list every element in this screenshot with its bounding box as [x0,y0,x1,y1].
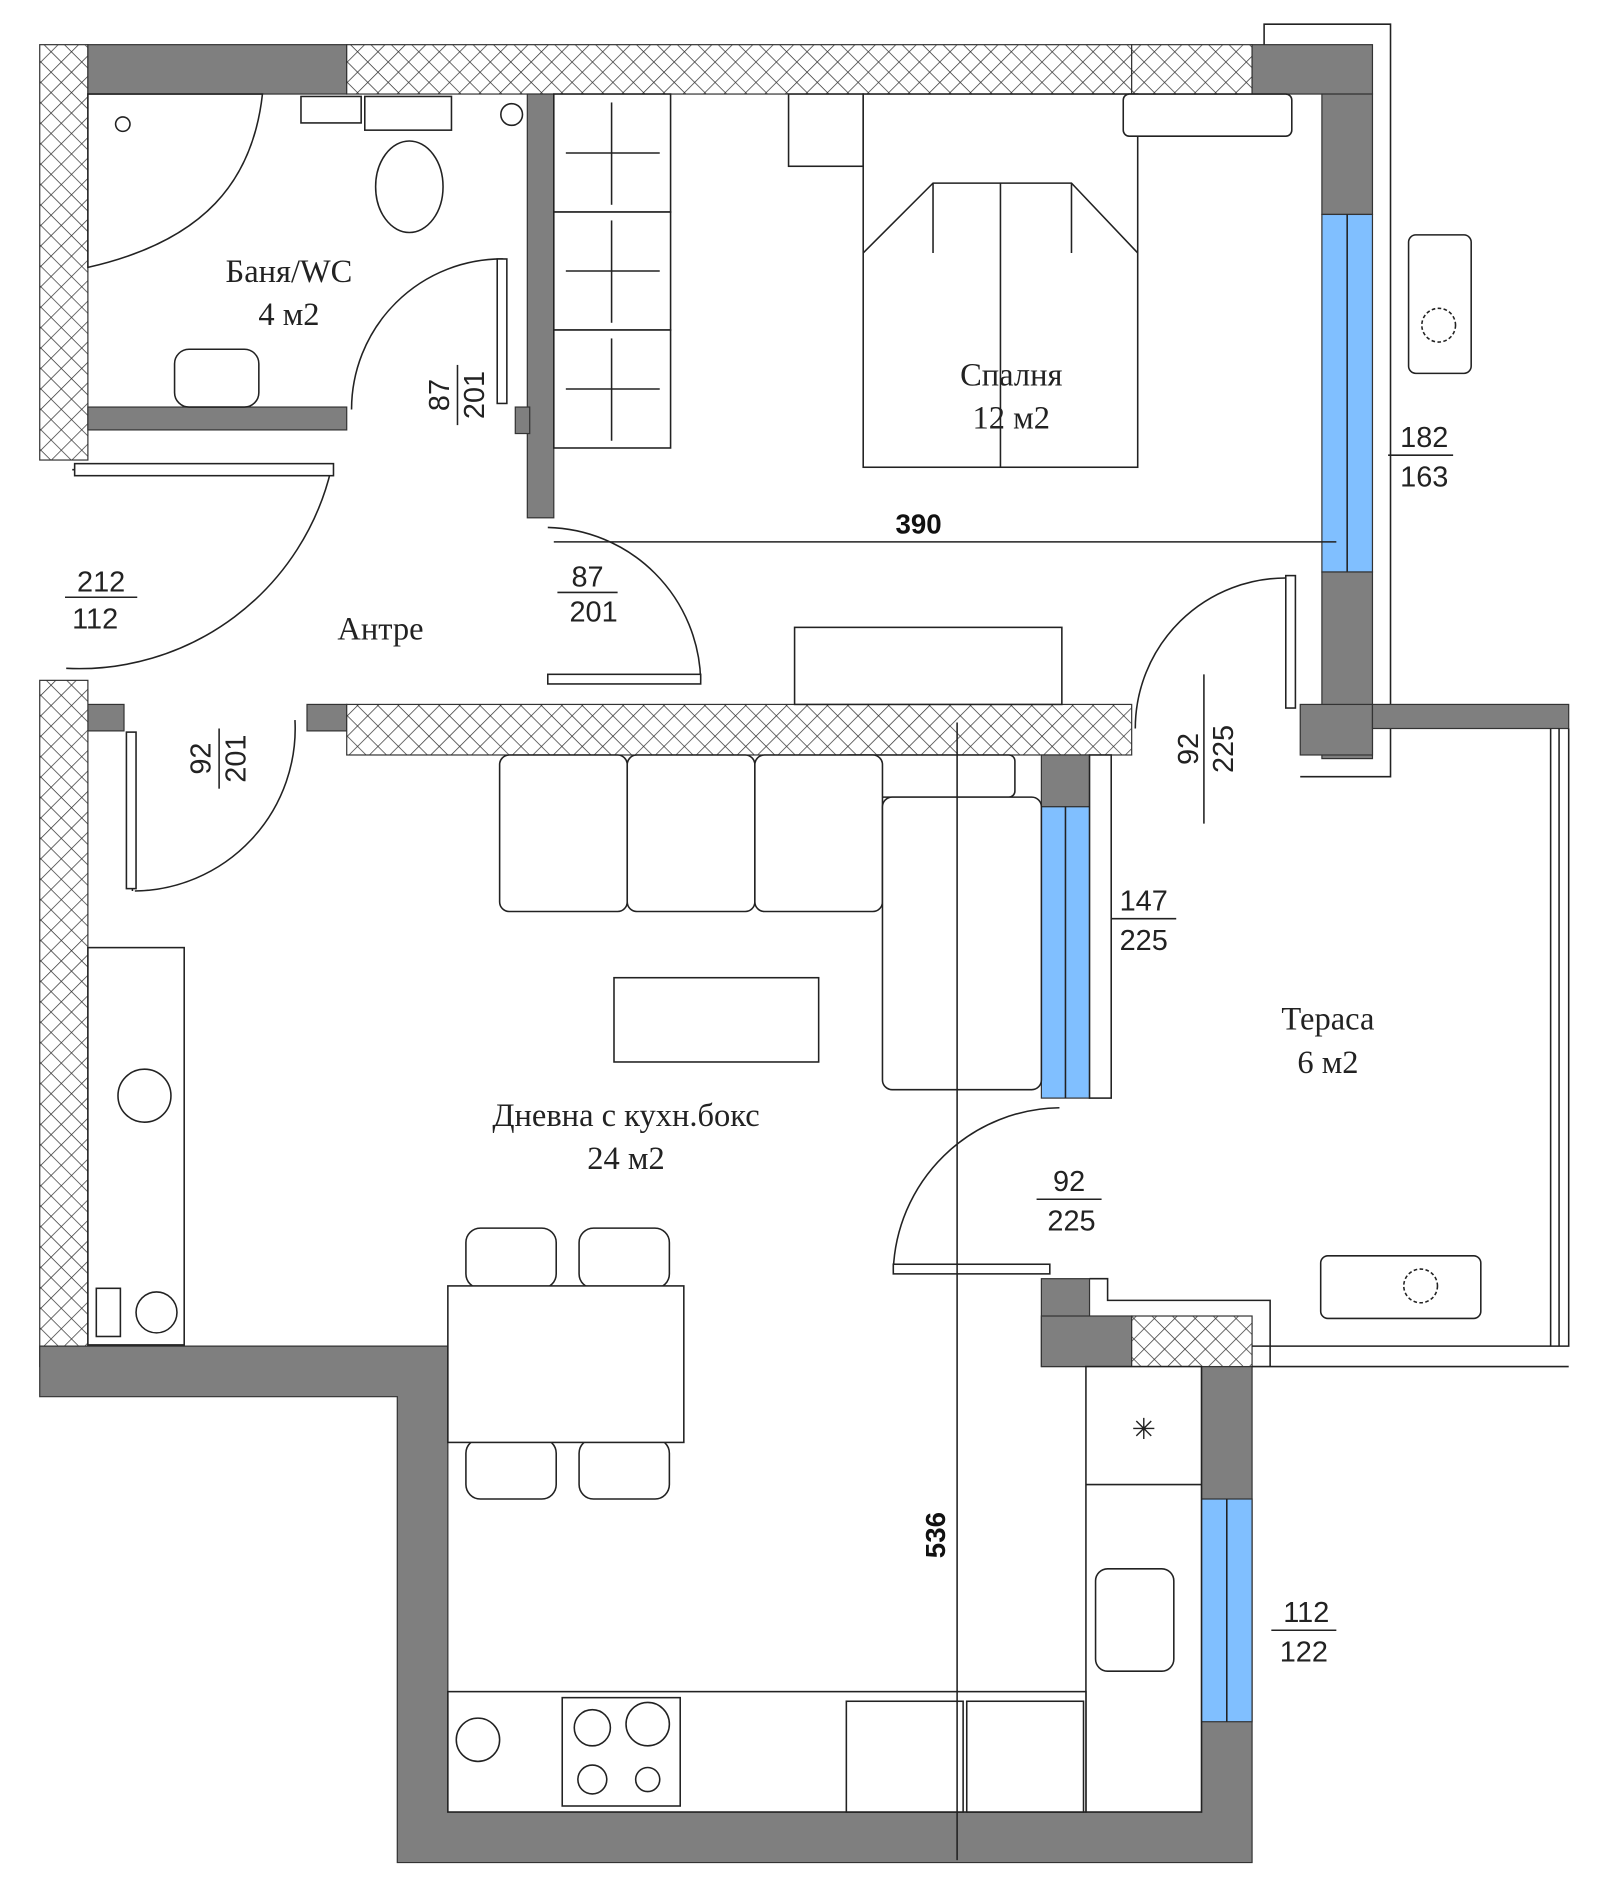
opening-height: 225 [1120,925,1168,957]
room-area-bedroom: 12 м2 [973,401,1050,437]
dining-table [447,1285,685,1444]
tv-stand [87,946,185,1346]
dimension-lines: 390 536 [553,508,1337,1861]
outdoor-ac-unit-2 [1319,1255,1482,1320]
dimension-living-length: 536 [920,1512,951,1558]
room-name-hallway: Антре [337,611,423,647]
room-name-bedroom: Спалня [960,357,1062,393]
doors [66,258,1297,1275]
room-name-terrace: Тераса [1281,1001,1374,1037]
entrance-door [73,462,335,477]
room-area-living: 24 м2 [587,1141,664,1177]
kitchen-sink [1094,1568,1175,1672]
opening-height: 225 [1047,1206,1095,1238]
ac-unit-bedroom [1122,93,1293,137]
bathtub [87,93,264,269]
opening-sizes: 87 201 87 201 212 112 92 201 182 163 92 … [65,364,1454,1669]
opening-terrace-door-lower: 92 225 [1036,1166,1102,1238]
room-area-bathroom: 4 м2 [258,297,319,333]
room-name-bathroom: Баня/WC [226,254,353,290]
opening-width: 147 [1120,885,1168,917]
terrace-door-upper [1284,574,1297,709]
opening-width: 182 [1400,422,1448,454]
fridge-icon: ✳ [1132,1414,1156,1446]
terrace-door-lower [892,1263,1051,1275]
opening-bedroom-window: 182 163 [1388,422,1454,494]
opening-height: 201 [569,596,617,628]
opening-width: 92 [1173,733,1205,765]
dimension-bedroom-width: 390 [895,508,941,539]
opening-width: 212 [77,566,125,598]
sofa [498,754,1043,1091]
room-name-living: Дневна с кухн.бокс [492,1098,759,1134]
opening-width: 92 [186,743,218,775]
opening-width: 87 [424,379,456,411]
bedroom-door [546,673,702,685]
opening-terrace-door-upper: 92 225 [1173,674,1240,824]
furniture: ✳ [87,93,1482,1813]
opening-bedroom-door: 87 201 [557,561,618,628]
opening-height: 201 [221,735,253,783]
opening-terrace-window: 147 225 [1111,885,1177,957]
walls [39,23,1570,1864]
opening-kitchen-window: 112 122 [1271,1597,1337,1669]
dining-set [447,1227,685,1500]
opening-width: 92 [1053,1166,1085,1198]
opening-height: 112 [72,604,118,636]
opening-entrance-door: 212 112 [65,566,138,636]
opening-height: 225 [1208,725,1240,773]
bathroom-sink [173,348,260,408]
room-area-terrace: 6 м2 [1297,1045,1358,1081]
opening-width: 87 [571,561,603,593]
opening-height: 122 [1280,1637,1328,1669]
cooktop [561,1696,681,1807]
opening-living-door: 92 201 [186,728,253,789]
pipe-icon [500,102,524,127]
opening-width: 112 [1283,1597,1329,1629]
toilet [374,140,444,234]
bathroom-door [496,258,508,405]
room-labels: Баня/WC 4 м2 Спалня 12 м2 Антре Дневна с… [226,254,1375,1177]
coffee-table [613,976,820,1063]
living-door [125,731,137,890]
wardrobe [553,93,672,449]
outdoor-ac-unit-1 [1407,234,1472,375]
opening-bathroom-door: 87 201 [424,364,491,426]
opening-height: 201 [459,371,491,419]
opening-height: 163 [1400,462,1448,494]
